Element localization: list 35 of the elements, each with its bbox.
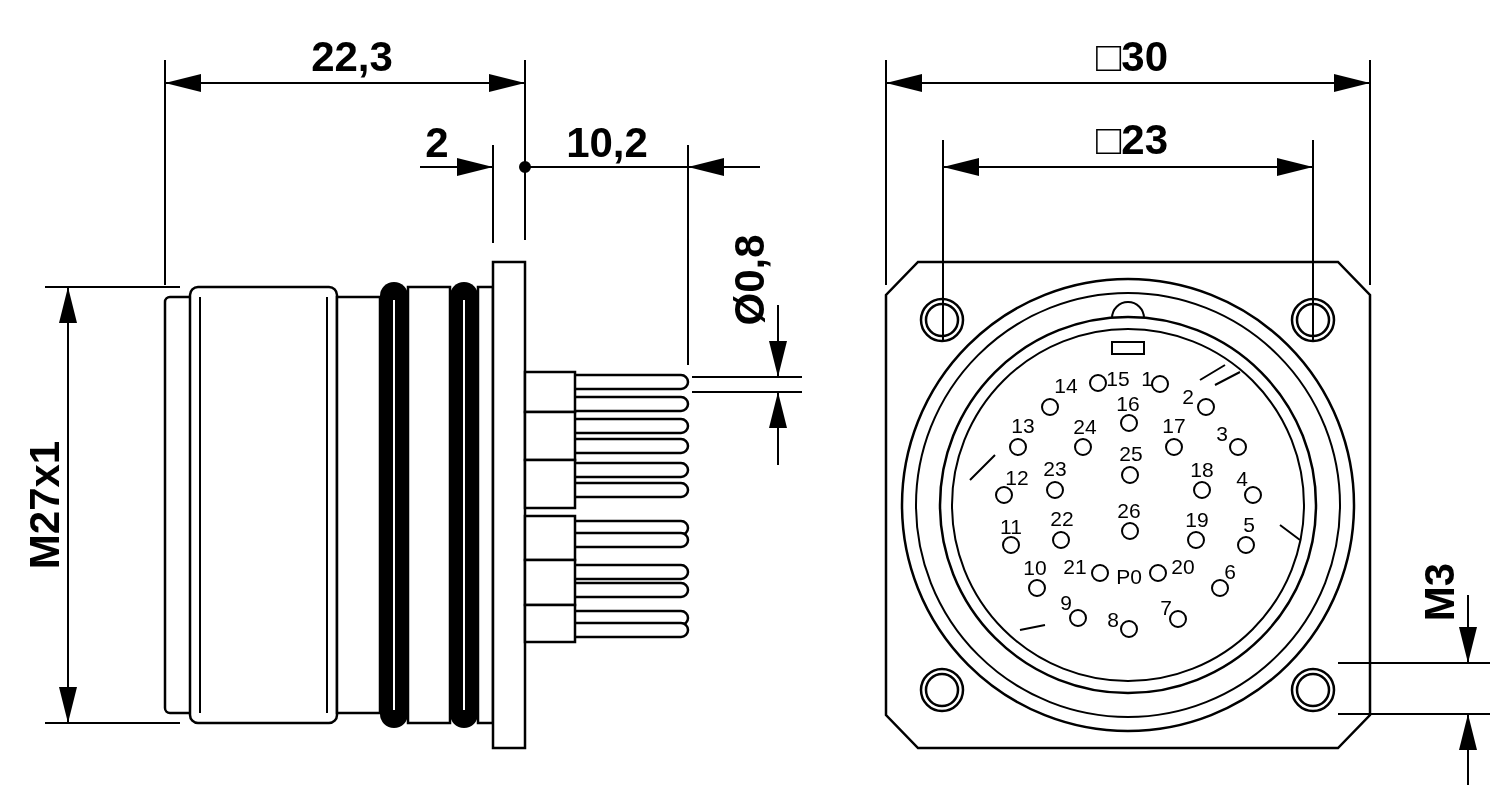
pin-number: 8 [1107, 608, 1119, 630]
pin-number: 25 [1119, 442, 1143, 464]
pin-number: 1 [1141, 367, 1153, 389]
dimension-label: 2 [425, 122, 449, 164]
pin-number: 23 [1043, 457, 1067, 479]
pin-number: P0 [1116, 565, 1142, 587]
dimension-label: M27x1 [24, 440, 66, 570]
pin-number: 9 [1060, 591, 1072, 613]
pin-number: 4 [1236, 467, 1248, 489]
pin-number: 13 [1011, 414, 1035, 436]
pin-number: 7 [1160, 596, 1172, 618]
pin-number: 20 [1171, 555, 1195, 577]
pin-number: 15 [1106, 367, 1130, 389]
dimension-label: M3 [1419, 562, 1461, 622]
pin-number: 17 [1162, 414, 1186, 436]
pin-number: 19 [1185, 508, 1209, 530]
pin-number: 5 [1243, 513, 1255, 535]
dimension-label: Ø0,8 [729, 234, 771, 326]
pin-number: 22 [1050, 507, 1074, 529]
pin-number: 6 [1224, 560, 1236, 582]
dimension-label: 10,2 [566, 122, 648, 164]
pin-number: 26 [1117, 499, 1141, 521]
dimension-label: □23 [1095, 119, 1169, 161]
dimension-label: 22,3 [311, 36, 393, 78]
pin-number: 3 [1216, 422, 1228, 444]
pin-number: 2 [1182, 385, 1194, 407]
pin-number: 12 [1005, 466, 1029, 488]
pin-number: 24 [1073, 415, 1097, 437]
pin-number: 21 [1063, 555, 1087, 577]
pin-number: 10 [1023, 556, 1047, 578]
pin-number: 11 [1000, 515, 1022, 537]
pin-number: 14 [1054, 374, 1078, 396]
pin-number: 18 [1190, 458, 1214, 480]
pin-number: 16 [1116, 392, 1140, 414]
dimension-label: □30 [1095, 36, 1169, 78]
